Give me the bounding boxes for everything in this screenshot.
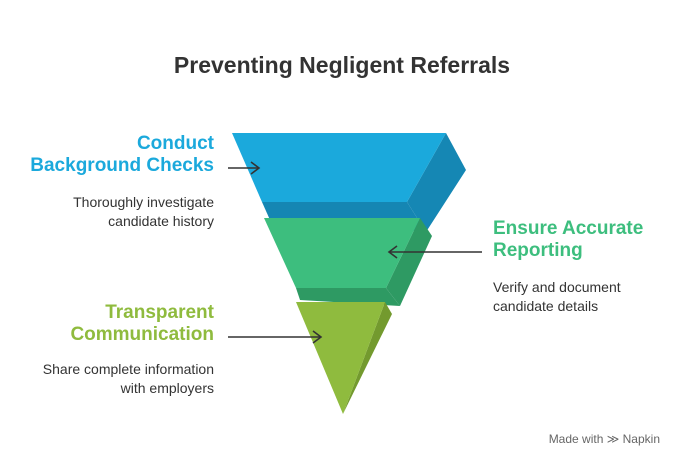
- stage-3-label-line1: Transparent: [105, 302, 214, 323]
- stage-1-label-line1: Conduct: [136, 133, 214, 154]
- stage-1-desc-line2: candidate history: [108, 213, 214, 229]
- footer-credit: Made with ≫ Napkin: [549, 432, 660, 446]
- stage-1-side: [407, 133, 466, 232]
- stage-1-desc-line1: Thoroughly investigate: [73, 194, 214, 210]
- footer-made-with: Made with: [548, 432, 604, 446]
- stage-2-side: [386, 218, 432, 306]
- stage-2-bottom: [296, 288, 400, 306]
- stage-3-desc-line2: with employers: [120, 380, 214, 396]
- connector-stage-1: [228, 161, 261, 175]
- napkin-logo-icon: ≫: [606, 432, 620, 446]
- stage-1-front: [232, 133, 446, 202]
- connector-stage-3: [228, 330, 323, 344]
- stage-3-label: Transparent Communication: [70, 302, 214, 346]
- stage-1-description: Thoroughly investigate candidate history: [73, 193, 214, 231]
- stage-2-desc-line1: Verify and document: [493, 279, 621, 295]
- stage-2-description: Verify and document candidate details: [493, 278, 621, 316]
- stage-3-desc-line1: Share complete information: [42, 361, 214, 377]
- stage-3-front: [296, 302, 385, 414]
- stage-2-desc-line2: candidate details: [493, 298, 599, 314]
- stage-1-label-line2: Background Checks: [30, 155, 214, 176]
- diagram-title: Preventing Negligent Referrals: [173, 52, 511, 78]
- footer-brand: Napkin: [622, 432, 660, 446]
- stage-2-front: [264, 218, 420, 288]
- stage-3-description: Share complete information with employer…: [43, 360, 214, 398]
- connector-stage-2: [387, 245, 482, 259]
- stage-3-side: [343, 302, 392, 414]
- stage-2-label-line2: Reporting: [493, 240, 583, 261]
- stage-2-label: Ensure Accurate Reporting: [493, 218, 643, 262]
- stage-2-label-line1: Ensure Accurate: [493, 218, 644, 239]
- stage-1-label: Conduct Background Checks: [30, 133, 214, 177]
- stage-3-label-line2: Communication: [70, 324, 214, 345]
